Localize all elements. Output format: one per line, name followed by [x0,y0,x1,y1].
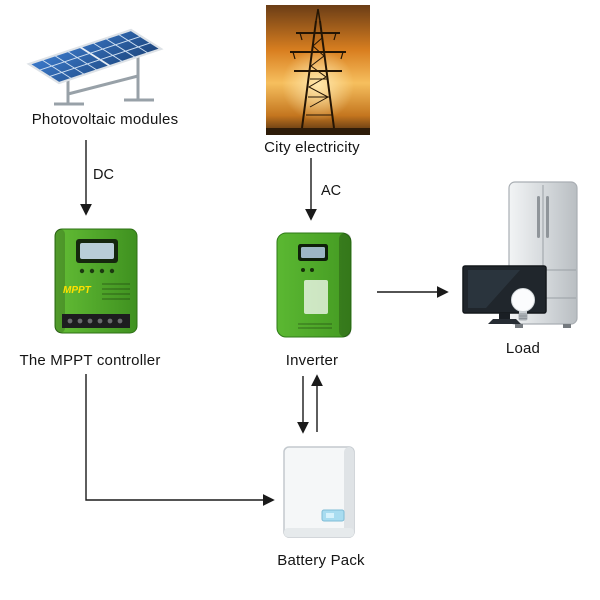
photovoltaic-modules-label: Photovoltaic modules [31,111,179,128]
mppt-controller-label: The MPPT controller [19,352,161,369]
mppt-device-text: MPPT [63,285,92,296]
inverter-illustration [276,232,352,338]
mppt-controller-illustration: MPPT [54,228,138,334]
light-bulb-illustration [511,288,535,321]
inverter-label: Inverter [285,352,339,369]
inverter-label-sticker [304,280,328,314]
load-label: Load [505,340,541,357]
solar-panel-illustration [22,16,172,108]
mppt-terminal-block [62,314,130,328]
city-electricity-photo [266,5,370,135]
mppt-to-battery-arrow [85,374,275,506]
load-node [462,180,587,340]
dc-edge-label: DC [93,167,114,183]
pylon-silhouette [290,8,346,129]
battery-pack-illustration [283,446,355,538]
ac-edge-label: AC [321,183,342,199]
city-electricity-label: City electricity [264,139,360,156]
battery-pack-label: Battery Pack [277,552,365,569]
